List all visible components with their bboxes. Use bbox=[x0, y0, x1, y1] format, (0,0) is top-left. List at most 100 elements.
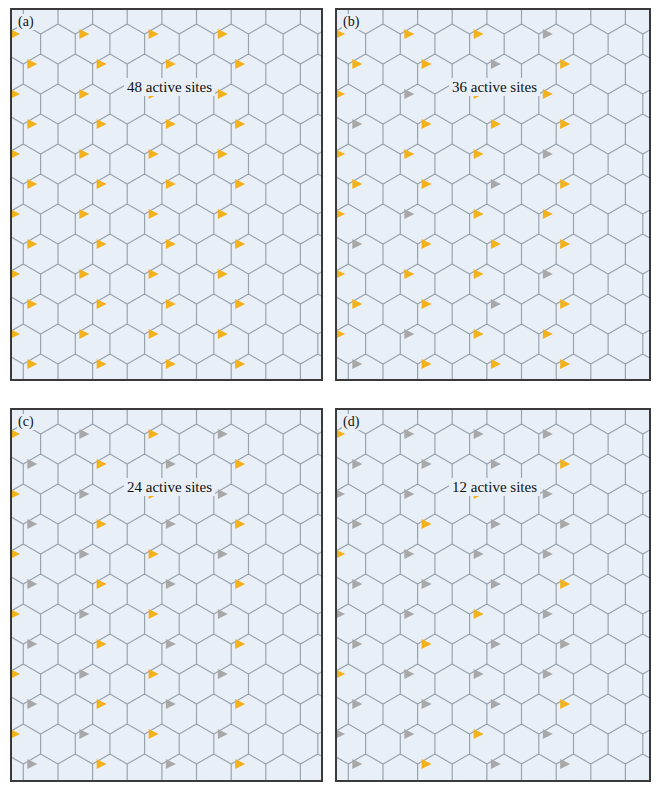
active-site bbox=[149, 149, 159, 159]
active-site bbox=[79, 209, 89, 219]
inactive-site bbox=[404, 429, 414, 439]
active-site bbox=[166, 239, 176, 249]
active-site bbox=[27, 239, 37, 249]
inactive-site bbox=[79, 489, 89, 499]
active-site bbox=[337, 669, 345, 679]
inactive-site bbox=[337, 609, 345, 619]
inactive-site bbox=[27, 759, 37, 769]
active-site bbox=[166, 119, 176, 129]
inactive-site bbox=[474, 549, 484, 559]
active-site bbox=[149, 329, 159, 339]
inactive-site bbox=[560, 639, 570, 649]
inactive-site bbox=[404, 549, 414, 559]
inactive-site bbox=[27, 459, 37, 469]
inactive-site bbox=[543, 269, 553, 279]
active-site bbox=[337, 149, 345, 159]
inactive-site bbox=[422, 459, 432, 469]
inactive-site bbox=[404, 89, 414, 99]
active-site bbox=[352, 179, 362, 189]
inactive-site bbox=[491, 59, 501, 69]
active-site bbox=[97, 459, 107, 469]
active-site bbox=[149, 549, 159, 559]
active-site bbox=[97, 519, 107, 529]
inactive-site bbox=[491, 179, 501, 189]
active-site bbox=[166, 299, 176, 309]
inactive-site bbox=[491, 299, 501, 309]
active-site bbox=[235, 639, 245, 649]
inactive-site bbox=[491, 759, 501, 769]
active-site bbox=[560, 59, 570, 69]
active-site bbox=[235, 179, 245, 189]
active-site bbox=[474, 329, 484, 339]
active-site bbox=[97, 119, 107, 129]
inactive-site bbox=[543, 149, 553, 159]
active-site bbox=[218, 89, 228, 99]
active-site bbox=[12, 29, 20, 39]
active-site bbox=[560, 359, 570, 369]
active-site bbox=[27, 359, 37, 369]
active-site bbox=[12, 149, 20, 159]
inactive-site bbox=[352, 459, 362, 469]
active-site bbox=[491, 119, 501, 129]
active-site bbox=[422, 299, 432, 309]
inactive-site bbox=[27, 519, 37, 529]
active-site bbox=[560, 179, 570, 189]
hexagon-cells bbox=[12, 410, 323, 782]
active-site bbox=[79, 149, 89, 159]
hexagon-cells bbox=[337, 410, 651, 782]
active-site bbox=[422, 759, 432, 769]
active-site bbox=[474, 209, 484, 219]
inactive-site bbox=[491, 699, 501, 709]
inactive-site bbox=[79, 609, 89, 619]
inactive-site bbox=[352, 759, 362, 769]
inactive-site bbox=[27, 639, 37, 649]
active-site bbox=[97, 299, 107, 309]
active-site bbox=[218, 29, 228, 39]
panel: (a)48 active sites bbox=[10, 8, 323, 381]
active-site bbox=[12, 549, 20, 559]
inactive-site bbox=[404, 729, 414, 739]
inactive-site bbox=[166, 639, 176, 649]
panel: (d)12 active sites bbox=[335, 408, 651, 782]
active-site bbox=[166, 359, 176, 369]
active-site bbox=[560, 299, 570, 309]
active-site bbox=[12, 269, 20, 279]
active-site bbox=[12, 669, 20, 679]
active-site bbox=[235, 59, 245, 69]
inactive-site bbox=[166, 699, 176, 709]
active-site bbox=[404, 29, 414, 39]
active-site bbox=[235, 359, 245, 369]
inactive-site bbox=[79, 669, 89, 679]
inactive-site bbox=[218, 609, 228, 619]
active-site bbox=[149, 669, 159, 679]
active-site bbox=[12, 329, 20, 339]
active-site bbox=[235, 519, 245, 529]
active-site bbox=[560, 119, 570, 129]
active-site bbox=[218, 209, 228, 219]
panel-label: (d) bbox=[342, 414, 360, 430]
inactive-site bbox=[543, 429, 553, 439]
active-site bbox=[337, 329, 345, 339]
inactive-site bbox=[352, 639, 362, 649]
active-site bbox=[474, 29, 484, 39]
inactive-site bbox=[79, 549, 89, 559]
active-site bbox=[543, 89, 553, 99]
hexagon-grid bbox=[12, 10, 323, 381]
inactive-site bbox=[404, 669, 414, 679]
active-site bbox=[79, 29, 89, 39]
active-site bbox=[474, 609, 484, 619]
active-site bbox=[543, 209, 553, 219]
active-site bbox=[97, 59, 107, 69]
active-site bbox=[474, 149, 484, 159]
active-site bbox=[337, 89, 345, 99]
active-site bbox=[404, 149, 414, 159]
panel: (b)36 active sites bbox=[335, 8, 651, 381]
site-count: 36 active sites bbox=[449, 78, 540, 96]
active-site bbox=[166, 59, 176, 69]
active-site bbox=[337, 429, 345, 439]
inactive-site bbox=[337, 729, 345, 739]
site-count: 24 active sites bbox=[124, 478, 215, 496]
active-site bbox=[97, 579, 107, 589]
active-site bbox=[235, 119, 245, 129]
active-site bbox=[352, 299, 362, 309]
